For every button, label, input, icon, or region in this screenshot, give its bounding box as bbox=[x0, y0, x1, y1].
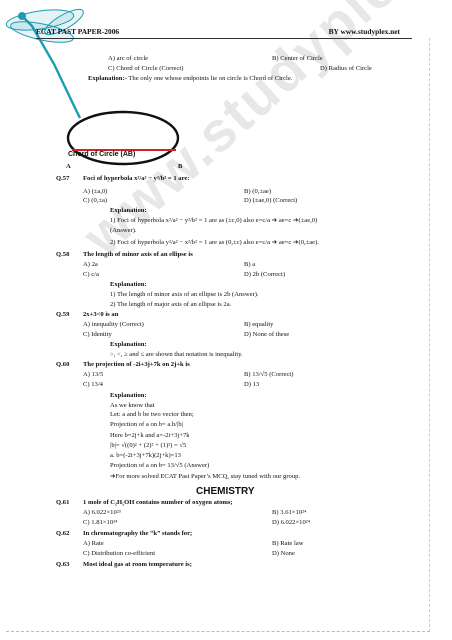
q60-number: Q.60 bbox=[56, 361, 70, 368]
q58-explanation-line1: 1) The length of minor axis of an ellips… bbox=[110, 291, 259, 298]
q57-explanation-label: Explanation: bbox=[110, 207, 147, 214]
q61-stem: 1 mole of C₂H₅OH contains number of oxyg… bbox=[83, 499, 233, 506]
q57-stem: Foci of hyperbola x²/a² − y²/b² = 1 are: bbox=[83, 175, 190, 182]
q59-stem: 2x+3<0 is an bbox=[83, 311, 119, 318]
header-site: BY www.studyplex.net bbox=[328, 27, 400, 36]
q56-option-c: C) Chord of Circle (Correct) bbox=[108, 65, 184, 72]
q59-option-c: C) Identity bbox=[83, 331, 112, 338]
q57-option-a: A) (±a,0) bbox=[83, 188, 108, 195]
q58-explanation-line2: 2) The length of major axis of an ellips… bbox=[110, 301, 232, 308]
q60-explanation-line: |b|= √((0)² + (2)² + (1)²) = √5 bbox=[110, 442, 187, 449]
q60-option-b: B) 13/√5 (Correct) bbox=[244, 371, 294, 378]
q59-explanation-line1: >, <, ≥ and ≤ are shown that notation is… bbox=[110, 351, 243, 358]
dragonfly-icon bbox=[5, 8, 84, 119]
q63-number: Q.63 bbox=[56, 561, 70, 568]
section-heading-chemistry: CHEMISTRY bbox=[196, 486, 255, 497]
chord-point-a: A bbox=[66, 163, 71, 170]
q60-option-d: D) 13 bbox=[244, 381, 260, 388]
q62-option-c: C) Distribution co-efficient bbox=[83, 550, 156, 557]
q56-explanation: Explanation:- The only one whose endpoin… bbox=[88, 75, 293, 83]
q61-option-a: A) 6.022×10²³ bbox=[83, 509, 121, 516]
circle-shape bbox=[66, 110, 180, 166]
q58-option-b: B) a bbox=[244, 261, 256, 268]
q59-explanation-label: Explanation: bbox=[110, 341, 147, 348]
q60-explanation-line: ➔For more solved ECAT Past Paper’s MCQ, … bbox=[110, 473, 301, 480]
q56-option-a: A) arc of circle bbox=[108, 55, 149, 62]
q60-explanation-label: Explanation: bbox=[110, 392, 147, 399]
q61-option-d: D) 6.022×10²⁴ bbox=[272, 519, 311, 526]
page-border-bottom bbox=[6, 631, 430, 632]
q57-explanation-line1: 1) Foci of hyperbola x²/a² − y²/b² = 1 a… bbox=[110, 217, 318, 224]
q59-option-d: D) None of these bbox=[244, 331, 290, 338]
q58-stem: The length of minor axis of an ellipse i… bbox=[83, 251, 193, 258]
q60-explanation-line: a. b=(-2i+3j+7k)(2j+k)=13 bbox=[110, 452, 181, 459]
q57-option-b: B) (0,±ae) bbox=[244, 188, 272, 195]
q60-explanation-line: Projection of a on b= a.b/|b| bbox=[110, 421, 184, 428]
q62-option-b: B) Rate law bbox=[272, 540, 304, 547]
q59-number: Q.59 bbox=[56, 311, 70, 318]
page-border-right bbox=[429, 38, 430, 632]
q61-option-b: B) 3.61×10²⁴ bbox=[272, 509, 307, 516]
q56-option-d: D) Radius of Circle bbox=[320, 65, 372, 72]
q60-option-c: C) 13/4 bbox=[83, 381, 103, 388]
q62-number: Q.62 bbox=[56, 530, 70, 537]
chord-figure-label: Chord of Circle (AB) bbox=[68, 151, 136, 158]
chord-figure bbox=[66, 110, 180, 166]
chord-point-b: B bbox=[178, 163, 183, 170]
header-title: ECAT PAST PAPER-2006 bbox=[36, 27, 120, 36]
q58-option-d: D) 2b (Correct) bbox=[244, 271, 286, 278]
q57-option-d: D) (±ae,0) (Correct) bbox=[244, 197, 298, 204]
q62-stem: In chromatography the “k” stands for; bbox=[83, 530, 193, 537]
q62-option-a: A) Rate bbox=[83, 540, 104, 547]
q63-stem: Most ideal gas at room temperature is; bbox=[83, 561, 192, 568]
q57-explanation-line1b: (Answer). bbox=[110, 227, 137, 234]
q57-number: Q.57 bbox=[56, 175, 70, 182]
q58-option-c: C) c/a bbox=[83, 271, 99, 278]
header-rule bbox=[36, 38, 412, 39]
q62-option-d: D) None bbox=[272, 550, 295, 557]
q57-explanation-line2: 2) Foci of hyperbola y²/a² − x²/b² = 1 a… bbox=[110, 239, 319, 246]
q57-option-c: C) (0,±a) bbox=[83, 197, 108, 204]
q59-option-a: A) inequality (Correct) bbox=[83, 321, 144, 328]
q60-explanation-line: Projection of a on b= 13/√5 (Answer) bbox=[110, 462, 210, 469]
q60-explanation-line: As we know that bbox=[110, 402, 155, 409]
q61-option-c: C) 1.81×10²⁴ bbox=[83, 519, 118, 526]
q58-number: Q.58 bbox=[56, 251, 70, 258]
q56-explanation-text: The only one whose endpoints lie on circ… bbox=[126, 75, 293, 82]
q60-explanation-line: Let: a and b be two vector then; bbox=[110, 411, 194, 418]
q58-option-a: A) 2a bbox=[83, 261, 98, 268]
q61-number: Q.61 bbox=[56, 499, 70, 506]
q58-explanation-label: Explanation: bbox=[110, 281, 147, 288]
q59-option-b: B) equality bbox=[244, 321, 274, 328]
q56-explanation-label: Explanation:- bbox=[88, 75, 127, 82]
q60-explanation-line: Here b=2j+k and a=-2i+3j+7k bbox=[110, 432, 190, 439]
q60-stem: The projection of -2i+3j+7k on 2j+k is bbox=[83, 361, 190, 368]
q56-option-b: B) Center of Circle bbox=[272, 55, 323, 62]
q60-option-a: A) 13/5 bbox=[83, 371, 104, 378]
